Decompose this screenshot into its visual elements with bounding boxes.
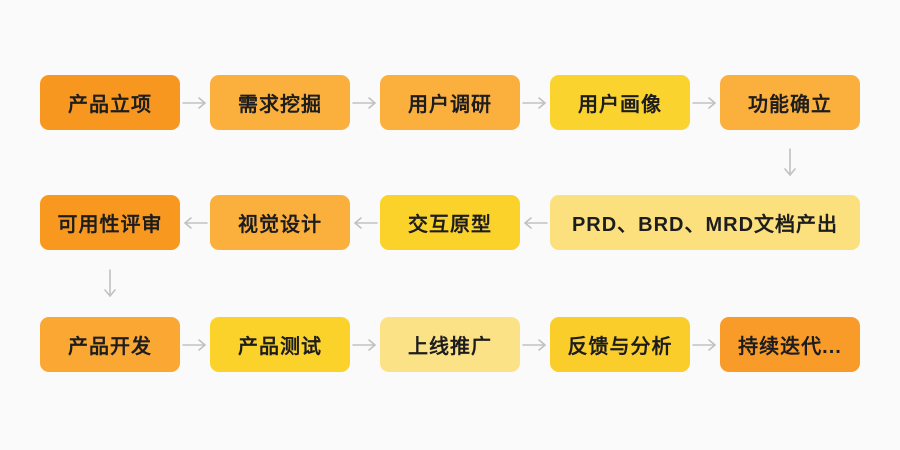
flow-node: 产品立项 [40,75,180,130]
flow-node: 功能确立 [720,75,860,130]
flow-node: 可用性评审 [40,195,180,250]
flow-node-label: PRD、BRD、MRD文档产出 [571,214,839,236]
arrow-right-icon [182,338,208,357]
arrow-right-icon [522,96,548,115]
flow-node: 反馈与分析 [550,317,690,372]
arrow-right-icon [522,338,548,357]
arrow-right-icon [352,338,378,357]
flow-node-label: 持续迭代... [738,336,842,358]
flow-node: 产品开发 [40,317,180,372]
flow-node-label: 可用性评审 [57,214,163,236]
flow-node: 产品测试 [210,317,350,372]
arrow-left-icon [522,216,548,235]
flow-node: 视觉设计 [210,195,350,250]
flow-node: 上线推广 [380,317,520,372]
flow-node-label: 用户画像 [578,94,662,116]
flow-node-label: 产品测试 [238,336,322,358]
flow-node: 交互原型 [380,195,520,250]
flow-node-label: 需求挖掘 [238,94,322,116]
flow-node-label: 产品开发 [68,336,152,358]
flow-node: 用户调研 [380,75,520,130]
arrow-right-icon [692,96,718,115]
arrow-down-icon [103,268,117,304]
arrow-right-icon [182,96,208,115]
flow-node: 需求挖掘 [210,75,350,130]
arrow-left-icon [352,216,378,235]
arrow-left-icon [182,216,208,235]
arrow-right-icon [692,338,718,357]
flow-node-label: 上线推广 [408,336,492,358]
flow-node-label: 交互原型 [408,214,492,236]
flow-node: 用户画像 [550,75,690,130]
flow-node-label: 反馈与分析 [567,336,673,358]
arrow-right-icon [352,96,378,115]
flow-node-label: 视觉设计 [238,214,322,236]
flow-node: 持续迭代... [720,317,860,372]
flow-node-label: 产品立项 [68,94,152,116]
flow-node-label: 用户调研 [408,94,492,116]
flow-node-label: 功能确立 [748,94,832,116]
arrow-down-icon [783,147,797,183]
flow-node: PRD、BRD、MRD文档产出 [550,195,860,250]
